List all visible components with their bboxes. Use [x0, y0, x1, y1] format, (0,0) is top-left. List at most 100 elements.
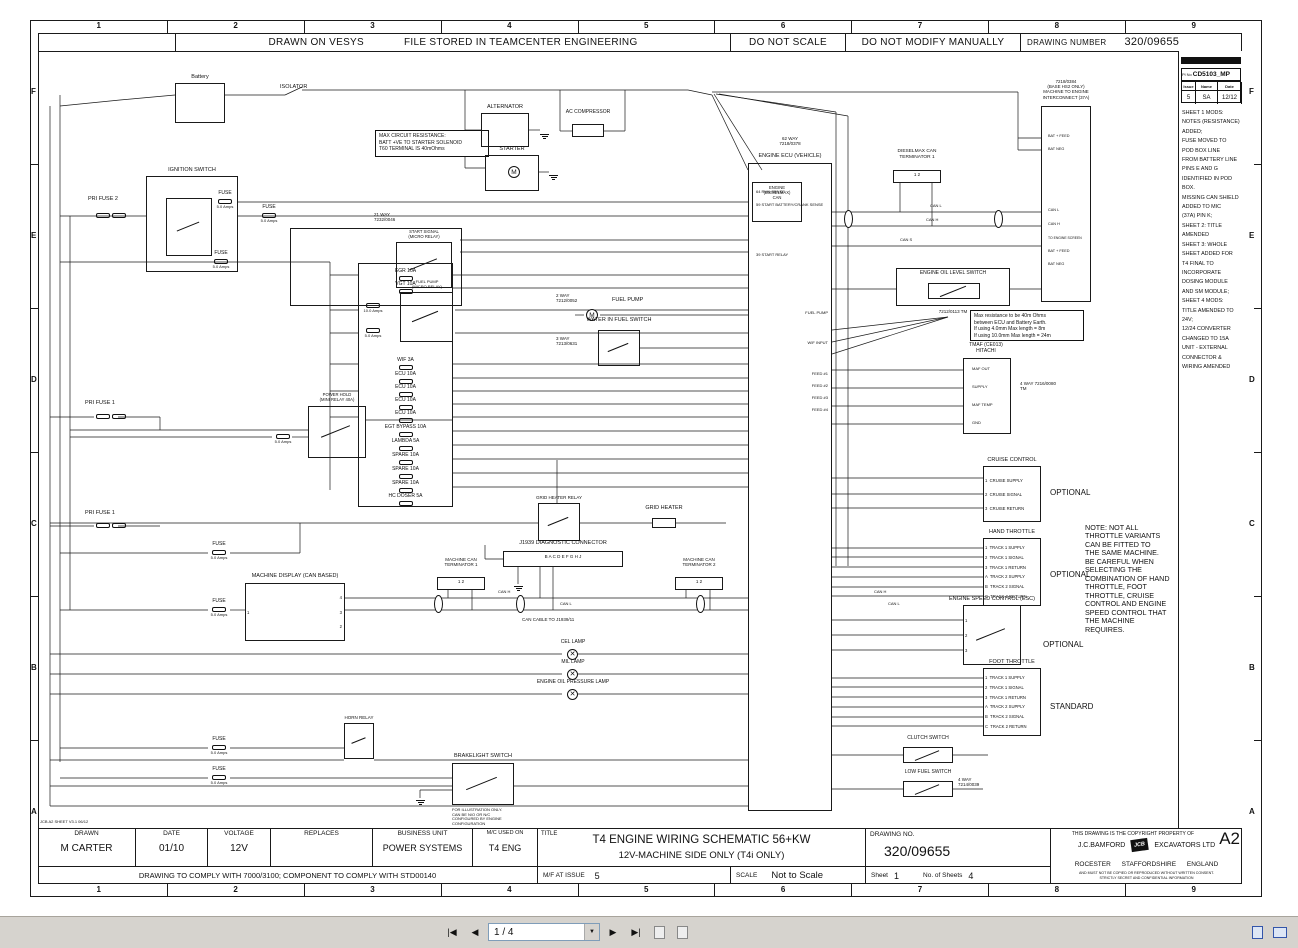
page-layout-facing-button[interactable] [672, 922, 692, 942]
drawing-number-label: DRAWING NUMBER [1027, 37, 1107, 47]
ecu-pin-feed-2: FEED #2 [811, 383, 828, 388]
mct2-pins: 1 2 [695, 579, 703, 584]
page-layout-single-button[interactable] [649, 922, 669, 942]
page-number-field[interactable]: 1 / 4 [494, 926, 514, 938]
fuel-pump-fuse-1 [366, 303, 380, 308]
grid-tick [714, 884, 716, 897]
voltage-cell: VOLTAGE 12V [207, 828, 270, 866]
page-dropdown-button[interactable]: ▼ [584, 924, 599, 940]
title-line2: 12V-MACHINE SIDE ONLY (T4i ONLY) [618, 850, 785, 861]
fuse-ignition-1-rating: 5.0 Amps [216, 204, 234, 209]
grid-tick [1254, 164, 1262, 165]
grid-tick [303, 884, 305, 897]
water-in-fuel-switch [598, 330, 640, 366]
pri-fuse-1c [96, 523, 110, 528]
mct2-label: MACHINE CAN TERMINATOR 2 [682, 557, 716, 568]
grid-tick [30, 164, 38, 165]
grid-tick [988, 884, 990, 897]
mil-lamp: ✕ [567, 669, 578, 680]
ferrite-3 [696, 595, 705, 613]
fuse-box-fuse-10 [398, 474, 413, 479]
fuse-box-row-3: ECU 10A [395, 371, 416, 377]
fuel-pump-fuse-2-rating: 5.0 Amps [364, 333, 382, 338]
header-empty-cell [38, 33, 175, 51]
date-cell: DATE 01/10 [135, 828, 207, 866]
next-page-button[interactable]: ▶ [603, 922, 623, 942]
fuse-row-3 [214, 259, 228, 264]
hand-throttle-pin-l1: 2 TRACK 1 SIGNAL [985, 554, 1024, 560]
brakelight-ground [416, 799, 425, 805]
fuse-ignition-1 [218, 199, 232, 204]
ignition-switch-inner [166, 198, 212, 256]
last-page-button[interactable]: ▶| [626, 922, 646, 942]
fuse-horn-feed-label: FUSE [212, 736, 226, 742]
grid-col-label-top: 1 [96, 21, 101, 30]
mc-used-on-value: T4 ENG [488, 843, 522, 853]
tmaf-pin-supply: SUPPLY [972, 384, 988, 389]
fuse-box-fuse-12 [398, 501, 413, 506]
company-right: EXCAVATORS LTD [1154, 841, 1216, 849]
can-cable-label: CAN CABLE TO J1939/11 [522, 617, 575, 622]
comply-text: DRAWING TO COMPLY WITH 7000/3100; COMPON… [138, 871, 437, 880]
fuse-box-fuse-1 [398, 289, 413, 294]
grid-col-label-top: 9 [1191, 21, 1196, 30]
fuel-pump-fuse-2 [366, 328, 380, 333]
page-number-combo[interactable]: 1 / 4 ▼ [488, 923, 600, 941]
grid-col-label-bottom: 6 [780, 885, 786, 894]
interconnect-pin-screen: TO ENGINE SCREEN [1048, 236, 1082, 240]
grid-col-label-top: 4 [507, 21, 512, 30]
isolator-label: ISOLATOR [280, 84, 308, 90]
fuse-can-feed-rating: 5.0 Amps [210, 555, 228, 560]
cel-lamp-label: CEL LAMP [560, 639, 586, 645]
grid-tick [1254, 740, 1262, 741]
date-label: Date [1218, 82, 1242, 91]
interconnect-pin-can-h: CAN H [1048, 222, 1060, 226]
first-page-button[interactable]: |◀ [442, 922, 462, 942]
fuse-box-fuse-0 [398, 276, 413, 281]
machine-display-pin-r1: 3 [339, 609, 342, 615]
cruise-control-pin-l2: 3 CRUISE RETURN [985, 505, 1025, 511]
pri-fuse-1-label-2: PRI FUSE 1 [85, 510, 115, 516]
foot-throttle [983, 668, 1041, 736]
cruise-control-pin-l0: 1 CRUISE SUPPLY [985, 477, 1023, 483]
can-h-label-2: CAN H [874, 589, 887, 594]
fuse-ignition-2 [262, 213, 276, 218]
business-unit-value: POWER SYSTEMS [382, 843, 463, 853]
engine-ecu [748, 163, 832, 811]
grid-tick [440, 20, 442, 33]
machine-display-pin-l0: 1 [247, 609, 250, 615]
fuse-box-fuse-5 [398, 405, 413, 410]
ecu-pin-feed-4: FEED #4 [811, 407, 828, 412]
machine-can-terminator-1 [437, 577, 485, 590]
grid-tick [577, 20, 579, 33]
issue-label: Issue [1182, 82, 1196, 91]
can-h-label-3: CAN H [926, 217, 939, 222]
tmaf-connector-label: 4 WAY 7216/0080 TM [1020, 381, 1056, 392]
power-hold-label: POWER HOLD (MINI RELAY 40A) [319, 392, 355, 402]
fit-page-button[interactable] [1247, 922, 1267, 942]
fuse-box-row-4: ECU 10A [395, 384, 416, 390]
mc-used-on-cell: M/C USED ON T4 ENG [472, 828, 537, 866]
hand-throttle-pin-l3: A TRACK 2 SUPPLY [985, 574, 1025, 580]
grid-tick [1125, 20, 1127, 33]
fit-width-icon [1273, 926, 1287, 938]
wif-connector-label: 3 WAY 7213/0631 [556, 336, 578, 347]
can-l-label-2: CAN L [888, 601, 900, 606]
ignition-switch-title: IGNITION SWITCH [168, 167, 216, 174]
grid-col-label-bottom: 7 [917, 885, 923, 894]
fuse-row-3-rating: 5.0 Amps [212, 264, 230, 269]
grid-tick [1125, 884, 1127, 897]
grid-tick [851, 20, 853, 33]
grid-heater-relay [538, 503, 580, 541]
ecu-can-box [752, 182, 802, 222]
fuse-box-row-8: LAMBDA 5A [391, 438, 420, 444]
prev-page-button[interactable]: ◀ [465, 922, 485, 942]
file-stored-text: FILE STORED IN TEAMCENTER ENGINEERING [403, 36, 638, 48]
grid-tick [303, 20, 305, 33]
fuse-row-3-label: FUSE [214, 250, 228, 256]
ferrite-4 [844, 210, 853, 228]
fit-width-button[interactable] [1270, 922, 1290, 942]
ferrite-2 [516, 595, 525, 613]
dieselmax-can-terminator-1 [893, 170, 941, 183]
interconnect-label: 7218/0384 (BASE HS2 ONLY) MACHINE TO ENG… [1042, 79, 1090, 100]
